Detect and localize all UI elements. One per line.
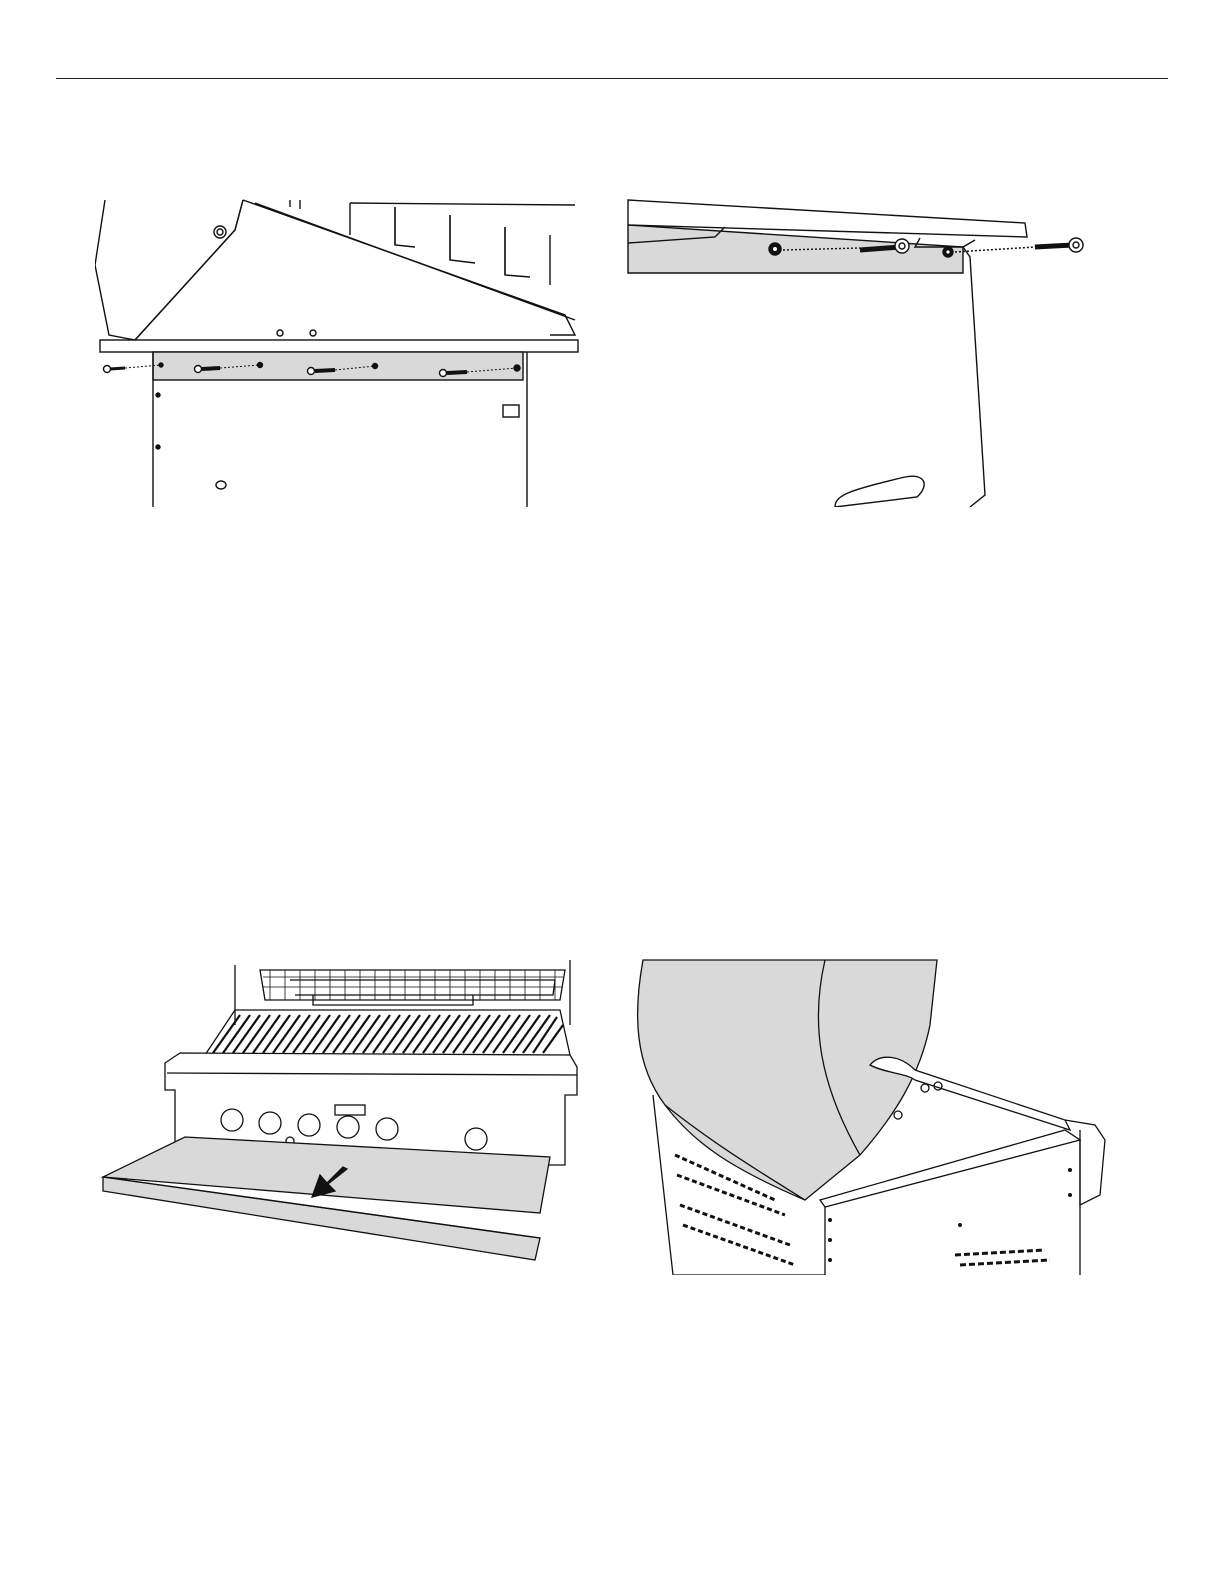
grease-tray-removal-illustration: [95, 955, 585, 1275]
grill-hood-side-view-illustration: [625, 955, 1125, 1275]
side-panel-screw-detail-illustration: [625, 195, 1095, 507]
rear-panel-screws-illustration: [95, 195, 585, 507]
header-rule: [56, 78, 1168, 79]
